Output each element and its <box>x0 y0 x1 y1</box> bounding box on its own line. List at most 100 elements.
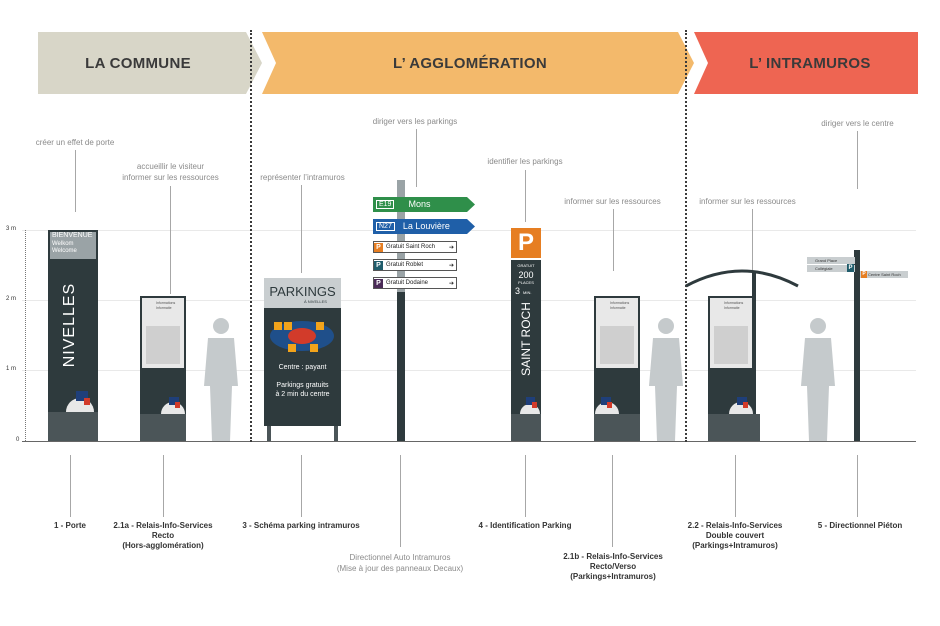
ris-double-info-2: Informatie <box>724 306 740 310</box>
porte-logo <box>66 391 94 412</box>
parking-schema-panel: PARKINGS À NIVELLES Centre : payant Park… <box>264 278 341 426</box>
leader-identifier <box>525 170 526 222</box>
pedestrian-p-icon-2: P <box>861 271 867 278</box>
leader-bottom-directional <box>400 455 401 547</box>
blue-destination: La Louvière <box>402 221 450 231</box>
scale-tick-3m: 3 m <box>6 226 17 232</box>
ris-canopy-post <box>752 272 756 416</box>
caption-identification: 4 - Identification Parking <box>478 521 572 530</box>
identification-base <box>511 414 541 441</box>
parking-schema-header <box>264 278 341 308</box>
person-silhouette-1 <box>204 318 238 441</box>
ris-rectoverso-map-area <box>600 326 634 364</box>
identification-logo <box>520 397 540 414</box>
section-banners <box>38 32 918 94</box>
note-diriger-parkings: diriger vers les parkings <box>372 117 458 126</box>
leader-bottom-pedestrian <box>857 455 858 517</box>
caption-ris-a-1: 2.1a - Relais-Info-Services <box>113 521 213 530</box>
identification-name: SAINT ROCH <box>519 302 533 376</box>
caption-ris-a-2: Recto <box>151 531 175 540</box>
person-silhouette-2 <box>649 318 683 441</box>
leader-intramuros <box>301 185 302 273</box>
ris-recto-info-2: Informatie <box>156 306 172 310</box>
note-accueillir-2: informer sur les ressources <box>122 173 219 182</box>
leader-bottom-ris-double <box>735 455 736 517</box>
identification-places-num: 200 <box>518 270 534 280</box>
ris-recto-panel: Informations Informatie <box>140 296 186 414</box>
banner-intramuros: L’ INTRAMUROS <box>749 54 871 72</box>
parking-label-3: Gratuit Dodaine <box>386 280 429 286</box>
caption-directional-1: Directionnel Auto Intramuros <box>349 553 451 562</box>
banner-agglomeration: L’ AGGLOMÉRATION <box>393 54 547 72</box>
ris-double-base <box>708 414 760 441</box>
ris-recto-map-area <box>146 326 180 364</box>
parking-schema-diagram <box>270 321 334 352</box>
note-informer-agg: informer sur les ressources <box>564 197 661 206</box>
note-identifier: identifier les parkings <box>487 157 563 166</box>
pedestrian-pole <box>854 250 860 441</box>
directional-blue-sign: N27 La Louvière <box>373 219 473 233</box>
separator-commune-agglomeration <box>250 30 252 442</box>
identification-places: PLACES <box>518 280 534 285</box>
note-intramuros: représenter l’intramuros <box>260 173 345 182</box>
parking-p-icon-2: P <box>374 260 383 270</box>
caption-pedestrian: 5 - Directionnel Piéton <box>817 521 903 530</box>
caption-porte: 1 - Porte <box>53 521 86 530</box>
identification-min: MIN. <box>523 290 532 295</box>
porte-welcome-box <box>50 232 96 259</box>
leader-porte <box>75 150 76 212</box>
ris-rectoverso-logo <box>595 397 619 414</box>
porte-welcome-nl: Welkom <box>52 241 74 247</box>
caption-ris-b-2: Recto/Verso <box>589 562 637 571</box>
separator-agglomeration-intramuros <box>685 30 687 442</box>
parking-label-2: Gratuit Roblet <box>386 262 424 268</box>
porte-totem: BIENVENUE Welkom Welcome NIVELLES <box>48 230 98 412</box>
porte-welcome-en: Welcome <box>52 248 77 254</box>
parking-schema-leg-left <box>267 426 271 441</box>
directional-pole <box>397 292 405 441</box>
note-accueillir-1: accueillir le visiteur <box>136 162 205 171</box>
scale-tick-1m: 1 m <box>6 366 17 372</box>
grid-line-1m <box>22 370 916 371</box>
ris-recto-info-1: Informations <box>156 301 176 305</box>
leader-accueillir <box>170 186 171 294</box>
porte-city-name: NIVELLES <box>61 282 78 368</box>
caption-ris-double-3: (Parkings+Intramuros) <box>692 541 778 550</box>
directional-green-sign: E19 Mons <box>373 197 473 211</box>
banner-commune: LA COMMUNE <box>85 54 191 72</box>
ris-rectoverso-panel: Informations Informatie <box>594 296 640 414</box>
directional-parking-2: P Gratuit Roblet ➔ <box>373 259 457 271</box>
identification-totem: GRATUIT 200 PLACES 3 MIN. SAINT ROCH <box>511 260 541 414</box>
parking-label-1: Gratuit Saint Roch <box>386 244 436 250</box>
arrow-right-icon: ➔ <box>448 262 454 269</box>
identification-free: GRATUIT <box>517 263 535 268</box>
parking-p-icon-1: P <box>374 242 383 252</box>
green-destination: Mons <box>408 199 431 209</box>
note-diriger-centre: diriger vers le centre <box>821 119 894 128</box>
parking-schema-free-2: à 2 min du centre <box>275 391 330 398</box>
identification-min-num: 3 <box>515 286 521 296</box>
directional-arrows <box>373 197 475 234</box>
leader-bottom-ris-a <box>163 455 164 517</box>
leader-diriger-parkings <box>416 129 417 187</box>
caption-ris-a-3: (Hors-agglomération) <box>122 541 204 550</box>
parking-schema-leg-right <box>334 426 338 441</box>
ris-double-map: Informations Informatie <box>710 298 752 368</box>
parking-schema-title: PARKINGS <box>269 284 336 299</box>
pedestrian-sign-a: Grand Place <box>807 257 855 264</box>
ris-double-logo <box>729 397 753 414</box>
person-silhouette-3 <box>801 318 835 441</box>
caption-ris-double-1: 2.2 - Relais-Info-Services <box>687 521 783 530</box>
pedestrian-p-icon-1: P <box>847 264 854 272</box>
ris-recto-map: Informations Informatie <box>142 298 184 368</box>
leader-bottom-identification <box>525 455 526 517</box>
leader-informer-agg <box>613 209 614 271</box>
arrow-right-icon: ➔ <box>448 244 454 251</box>
grid-line-2m <box>22 300 916 301</box>
directional-parking-1: P Gratuit Saint Roch ➔ <box>373 241 457 253</box>
scale-bar <box>25 230 27 441</box>
ris-canopy <box>685 269 799 288</box>
leader-diriger-centre <box>857 131 858 189</box>
ris-double-info-1: Informations <box>724 301 744 305</box>
arrow-right-icon: ➔ <box>448 280 454 287</box>
